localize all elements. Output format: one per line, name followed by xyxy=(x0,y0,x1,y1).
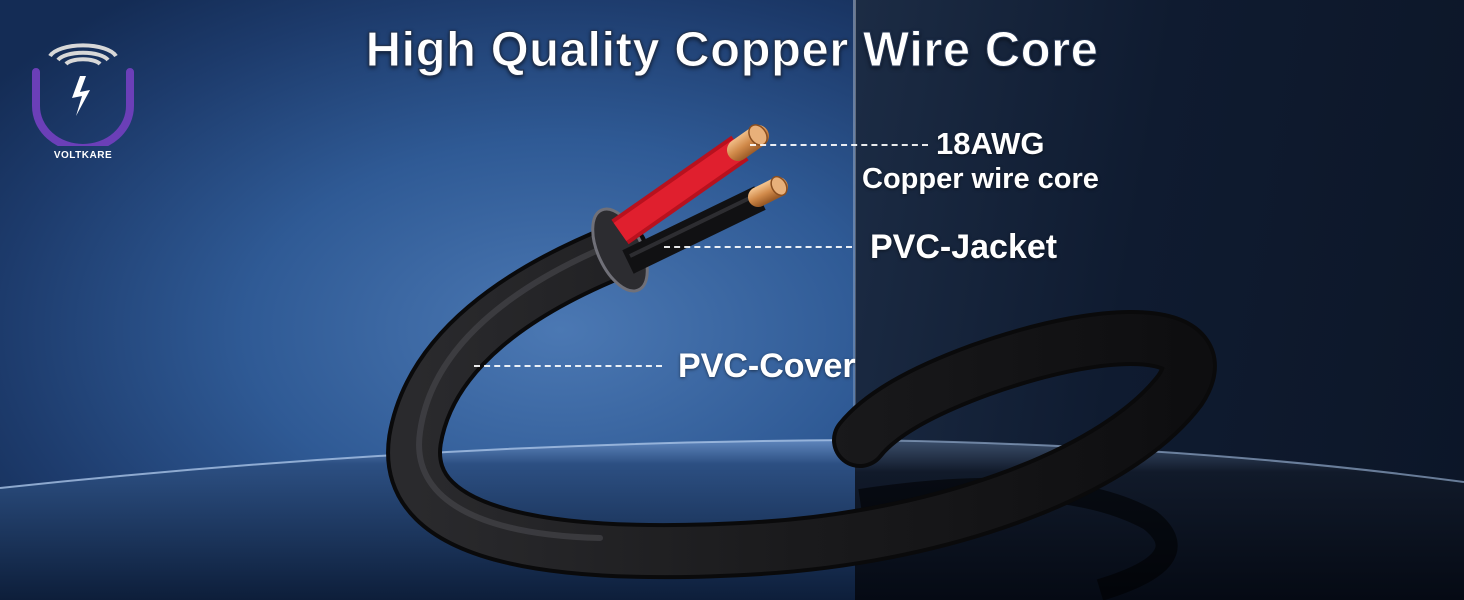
brand-name: VOLTKARE xyxy=(53,150,113,161)
lightning-bolt-icon xyxy=(72,76,90,116)
callout-core-desc: Copper wire core xyxy=(862,163,1099,195)
leader-line-cover xyxy=(474,365,662,367)
leader-line-jacket xyxy=(664,246,852,248)
leader-line-core xyxy=(750,144,928,146)
red-wire xyxy=(613,138,747,242)
page-title: High Quality Copper Wire Core xyxy=(365,23,1099,78)
callout-core-gauge: 18AWG xyxy=(936,126,1045,161)
callout-jacket: PVC-Jacket xyxy=(870,228,1058,266)
callout-cover: PVC-Cover xyxy=(678,347,856,385)
brand-logo: VOLTKARE xyxy=(28,36,138,166)
black-wire xyxy=(622,186,766,274)
glass-divider xyxy=(853,0,856,600)
